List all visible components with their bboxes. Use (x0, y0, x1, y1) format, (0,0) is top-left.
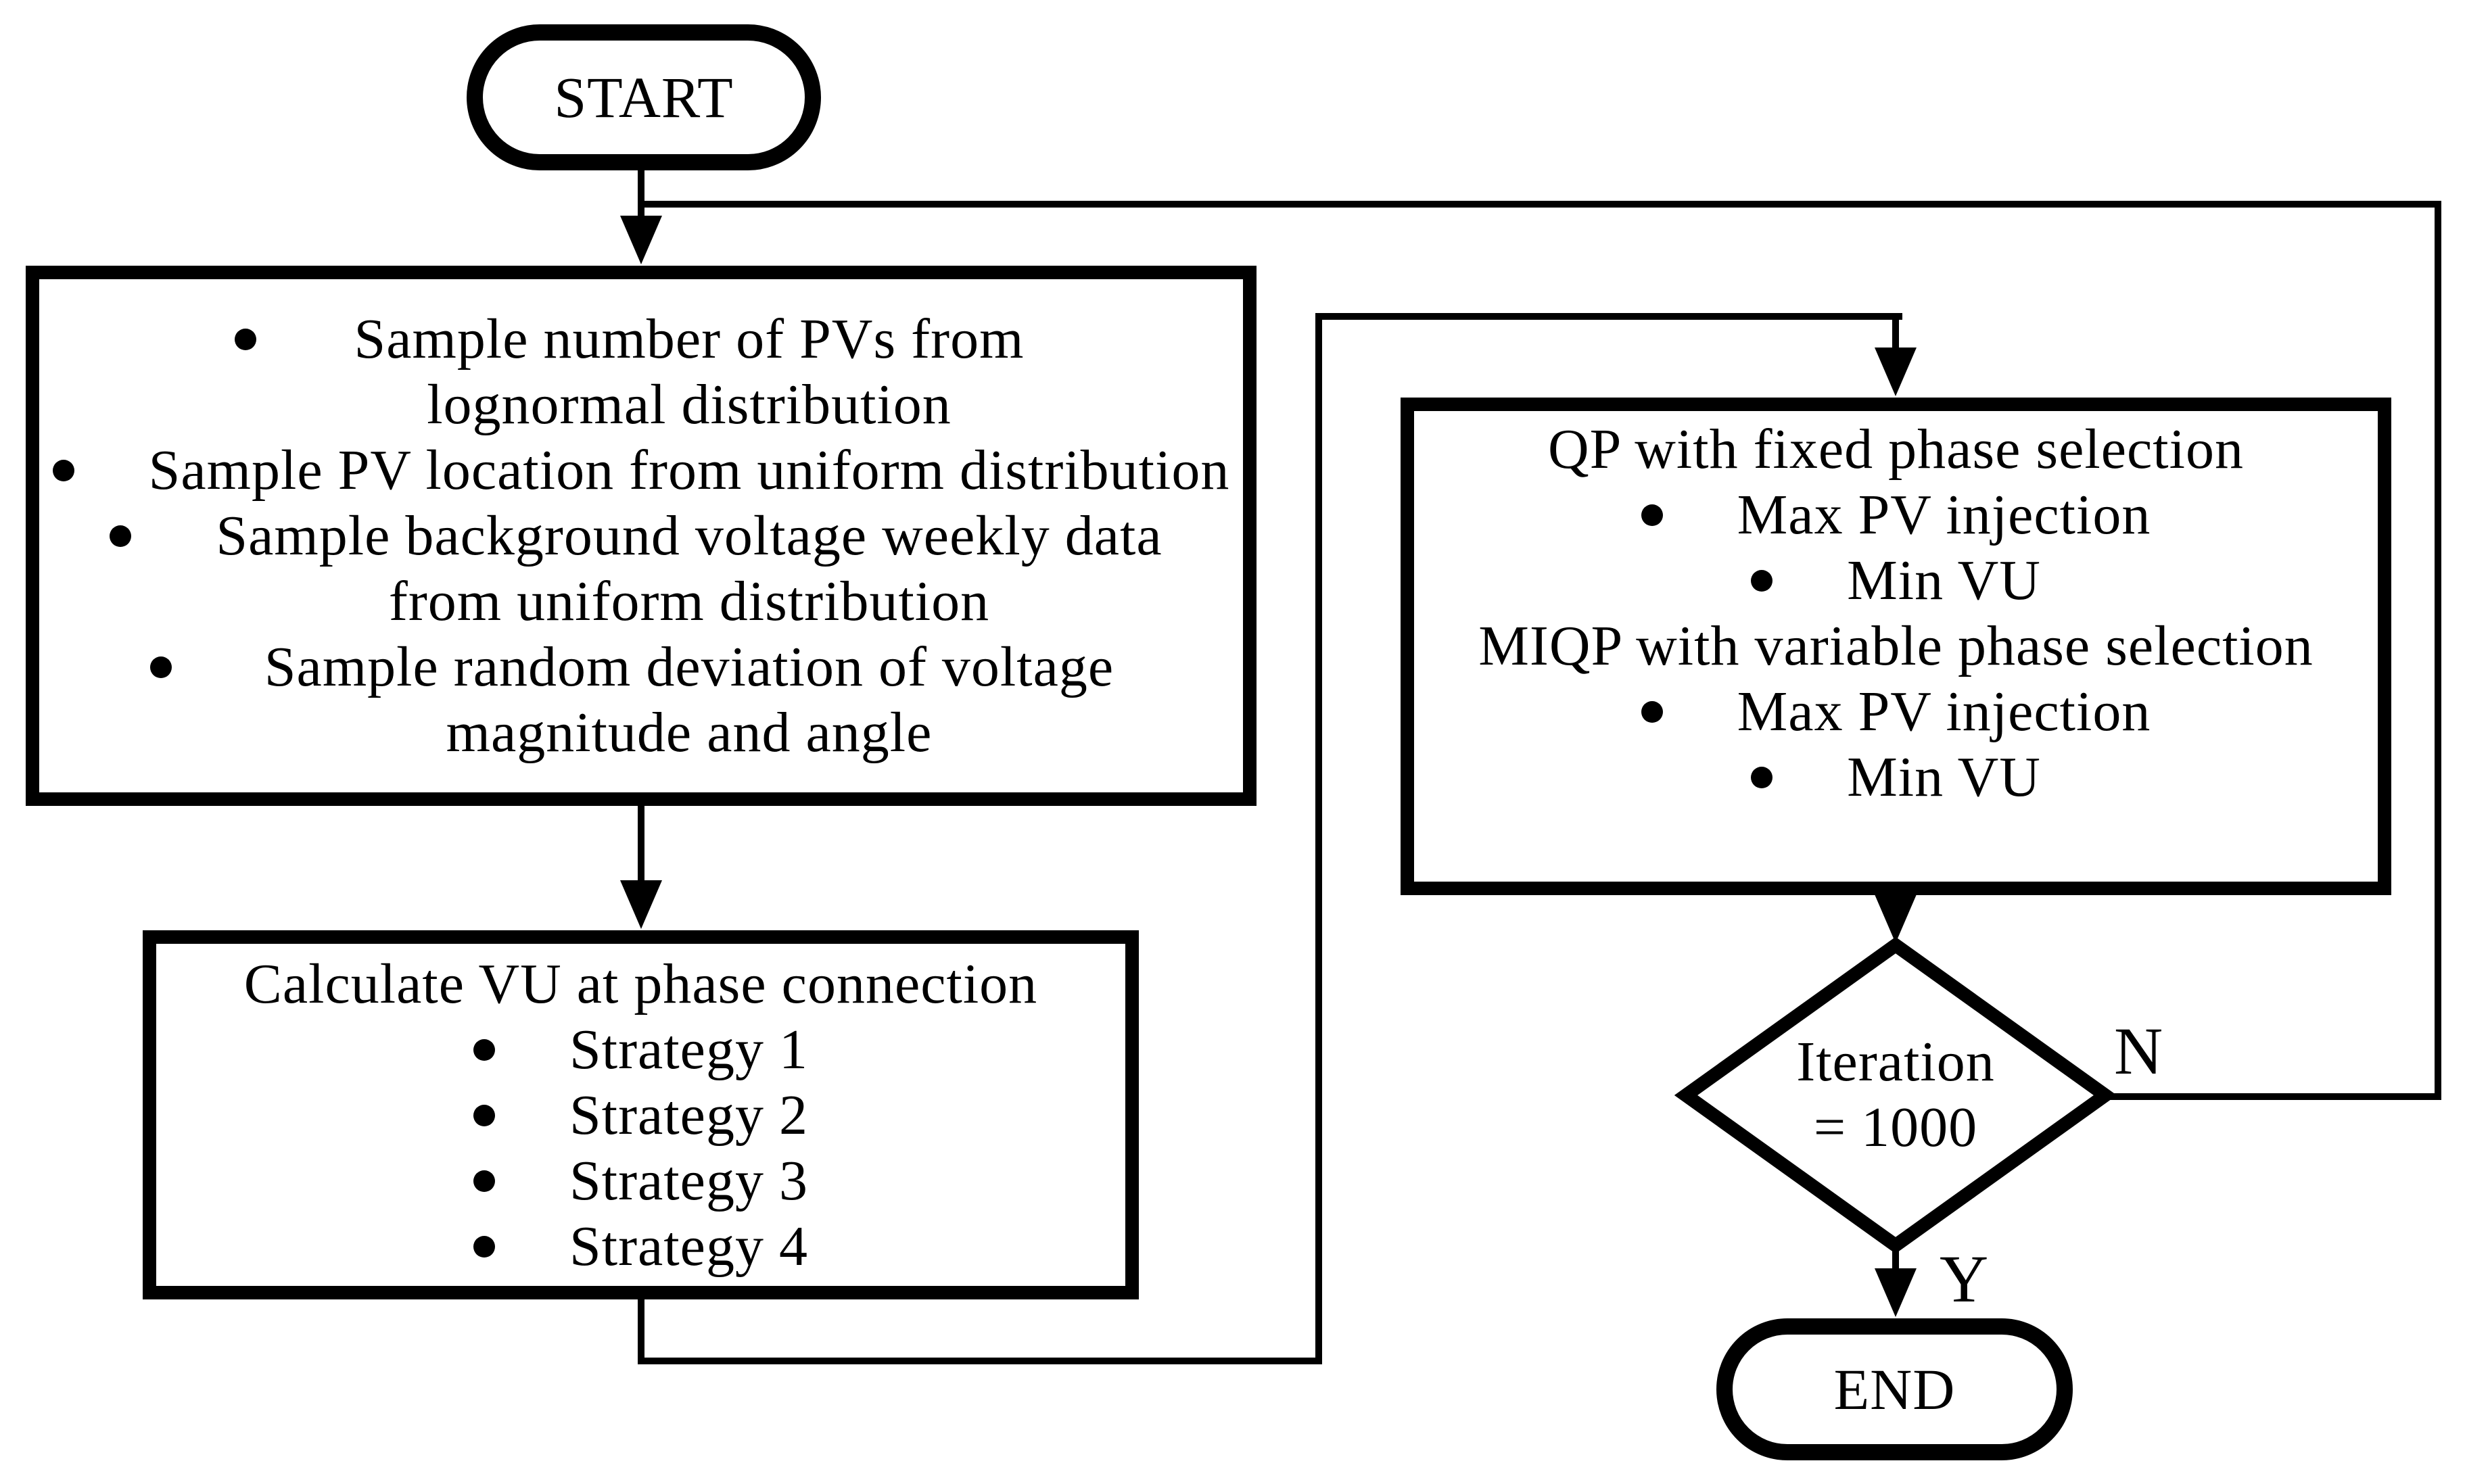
bullet-icon (1641, 701, 1663, 723)
bullet-icon (1751, 767, 1773, 788)
sampling-item-text: Sample random deviation of voltage magni… (264, 636, 1114, 764)
edge-start-to-sampling (638, 169, 644, 226)
qp-group-title: QP with fixed phase selection (1547, 418, 2244, 481)
qp-item-text: Min VU (1847, 549, 2041, 612)
yes-branch-label: Y (1940, 1241, 1990, 1316)
edge-middle-vertical (1315, 313, 1322, 1364)
bullet-icon (473, 1038, 496, 1061)
list-item: Min VU (1414, 548, 2378, 613)
strategy-item-text: Strategy 4 (569, 1214, 808, 1278)
arrowhead-into-end-icon (1875, 1268, 1917, 1317)
miqp-group-title: MIQP with variable phase selection (1478, 615, 2314, 677)
sampling-box: Sample number of PVs from lognormal dist… (26, 266, 1257, 806)
decision-diamond-shape (1674, 936, 2117, 1254)
edge-sampling-to-calculate (638, 803, 644, 888)
strategy-item-text: Strategy 1 (569, 1018, 808, 1081)
arrowhead-into-decision-icon (1875, 894, 1917, 943)
list-item: Strategy 1 (156, 1017, 1125, 1082)
end-label: END (1833, 1356, 1956, 1422)
end-node: END (1716, 1318, 2073, 1460)
sampling-item-text: Sample PV location from uniform distribu… (148, 439, 1230, 502)
list-item: Sample random deviation of voltage magni… (39, 634, 1243, 765)
bullet-icon (473, 1170, 496, 1192)
decision-label: Iteration = 1000 (1796, 1030, 1995, 1159)
strategy-item-text: Strategy 2 (569, 1083, 808, 1147)
edge-decision-yes (1892, 1244, 1899, 1274)
miqp-item-text: Min VU (1847, 746, 2041, 809)
list-item: Max PV injection (1414, 482, 2378, 548)
arrowhead-into-optimization-icon (1875, 348, 1917, 396)
arrowhead-into-sampling-icon (620, 216, 662, 264)
arrowhead-into-calculate-icon (620, 880, 662, 929)
list-item: Max PV injection (1414, 679, 2378, 744)
list-item: Min VU (1414, 744, 2378, 810)
calculate-box-title: Calculate VU at phase connection (243, 952, 1038, 1015)
edge-decision-no (2105, 1093, 2441, 1100)
bullet-icon (473, 1104, 496, 1126)
edge-feedback-top (638, 201, 2441, 208)
bullet-icon (1641, 504, 1663, 526)
strategy-item-text: Strategy 3 (569, 1149, 808, 1212)
decision-diamond (1674, 936, 2117, 1254)
edge-top-middle-horizontal (1315, 313, 1902, 320)
edge-into-optimization (1892, 313, 1899, 354)
bullet-icon (235, 329, 256, 350)
no-branch-label: N (2114, 1013, 2164, 1088)
decision-label-wrap: Iteration = 1000 (1740, 1029, 2051, 1160)
edge-feedback-right (2435, 201, 2441, 1100)
edge-bottom-horizontal (638, 1358, 1322, 1364)
miqp-item-text: Max PV injection (1737, 680, 2151, 743)
list-item: Sample PV location from uniform distribu… (39, 437, 1243, 503)
bullet-icon (473, 1235, 496, 1258)
bullet-icon (1751, 570, 1773, 592)
start-node: START (467, 24, 821, 170)
optimization-box: QP with fixed phase selection Max PV inj… (1401, 398, 2391, 895)
qp-item-text: Max PV injection (1737, 483, 2151, 546)
sampling-item-text: Sample number of PVs from lognormal dist… (354, 308, 1025, 436)
bullet-icon (110, 525, 131, 547)
list-item: Strategy 3 (156, 1148, 1125, 1214)
list-item: Strategy 2 (156, 1082, 1125, 1148)
bullet-icon (52, 460, 74, 481)
edge-calculate-down (638, 1297, 644, 1364)
list-item: Sample background voltage weekly data fr… (39, 503, 1243, 634)
bullet-icon (150, 656, 172, 678)
start-label: START (554, 64, 734, 130)
list-item: Sample number of PVs from lognormal dist… (39, 306, 1243, 437)
list-item: Strategy 4 (156, 1214, 1125, 1279)
calculate-box: Calculate VU at phase connection Strateg… (143, 930, 1139, 1299)
sampling-item-text: Sample background voltage weekly data fr… (216, 504, 1163, 633)
